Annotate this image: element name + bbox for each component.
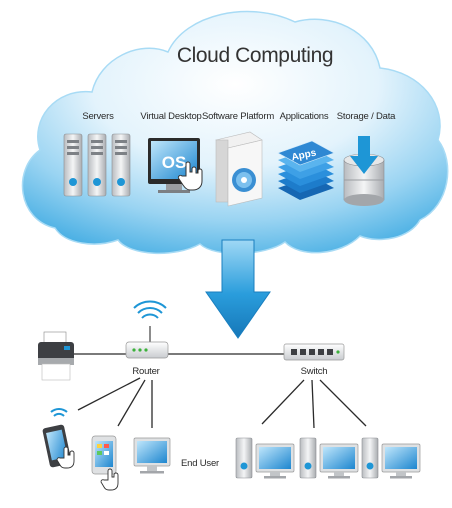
end-user-label: End User <box>180 458 220 469</box>
monitor-icon <box>133 437 171 474</box>
router-icon <box>125 300 169 359</box>
download-arrow-icon <box>205 239 271 339</box>
service-label-storage: Storage / Data <box>336 111 396 122</box>
desktop-pc-icon-2 <box>299 437 359 479</box>
storage-icon <box>343 136 385 206</box>
service-label-virtual-desktop: Virtual Desktop <box>140 111 202 122</box>
smartphone-icon <box>42 408 75 469</box>
service-label-applications: Applications <box>279 111 329 122</box>
servers-icon <box>63 133 131 197</box>
service-label-servers: Servers <box>82 111 114 122</box>
switch-label: Switch <box>300 366 328 377</box>
network-lines <box>74 353 367 429</box>
os-screen-text: OS <box>162 153 187 172</box>
hand-cursor-icon <box>177 161 203 191</box>
desktop-pc-icon-3 <box>361 437 421 479</box>
apps-badge-text: Apps <box>291 147 318 163</box>
router-label: Router <box>132 366 160 377</box>
printer-icon <box>38 331 74 381</box>
service-label-software-platform: Software Platform <box>201 111 275 122</box>
switch-icon <box>283 343 345 361</box>
apps-stack-icon: Apps <box>277 140 335 200</box>
tablet-icon <box>91 435 119 491</box>
software-box-icon <box>215 131 263 207</box>
virtual-desktop-icon: OS <box>148 138 203 193</box>
cloud-title: Cloud Computing <box>176 44 334 67</box>
desktop-pc-icon-1 <box>235 437 295 479</box>
